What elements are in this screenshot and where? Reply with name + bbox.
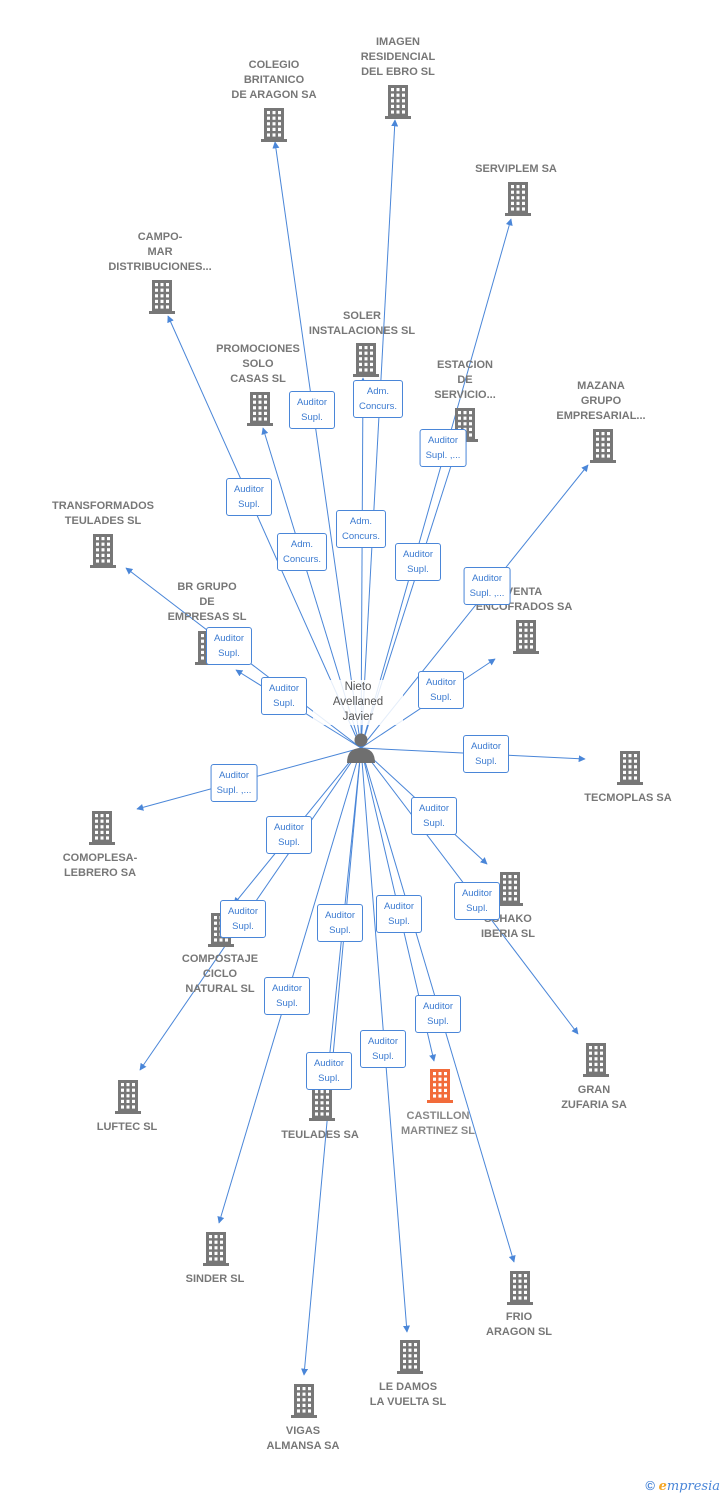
building-icon[interactable] xyxy=(397,1340,423,1374)
edge-label-luftec[interactable]: Auditor Supl. xyxy=(220,900,266,938)
company-label-castillon[interactable]: CASTILLON MARTINEZ SL xyxy=(401,1110,475,1137)
edge-label-transformados[interactable]: Auditor Supl. xyxy=(206,627,252,665)
company-label-teulades[interactable]: TEULADES SA xyxy=(281,1129,359,1141)
edge-label-schako[interactable]: Auditor Supl. xyxy=(411,797,457,835)
building-icon[interactable] xyxy=(505,182,531,216)
brand-name: mpresia xyxy=(666,1479,720,1494)
company-label-sinder[interactable]: SINDER SL xyxy=(185,1273,245,1285)
company-label-soler[interactable]: SOLER INSTALACIONES SL xyxy=(308,310,416,337)
building-icon[interactable] xyxy=(309,1087,335,1121)
company-label-vigas[interactable]: VIGAS ALMANSA SA xyxy=(266,1425,340,1452)
building-icon[interactable] xyxy=(291,1384,317,1418)
edge-label-estacion[interactable]: Auditor Supl. ,... xyxy=(419,429,467,467)
building-icon[interactable] xyxy=(427,1069,453,1103)
company-label-ledamos[interactable]: LE DAMOS LA VUELTA SL xyxy=(369,1381,447,1408)
building-icon[interactable] xyxy=(261,108,287,142)
building-icon[interactable] xyxy=(247,392,273,426)
edge-label-promociones[interactable]: Adm. Concurs. xyxy=(276,533,328,571)
company-label-estacion[interactable]: ESTACION DE SERVICIO... xyxy=(434,359,496,401)
edge-label-brgrupo[interactable]: Auditor Supl. xyxy=(261,677,307,715)
company-label-colegio[interactable]: COLEGIO BRITANICO DE ARAGON SA xyxy=(231,59,317,101)
brand-initial: e xyxy=(658,1479,667,1494)
company-label-promociones[interactable]: PROMOCIONES SOLO CASAS SL xyxy=(216,343,300,385)
company-label-frio[interactable]: FRIO ARAGON SL xyxy=(486,1311,552,1338)
edge-label-campomar[interactable]: Auditor Supl. xyxy=(226,478,272,516)
company-label-luftec[interactable]: LUFTEC SL xyxy=(96,1121,158,1133)
edge-label-compostaje[interactable]: Auditor Supl. xyxy=(266,816,312,854)
company-label-comoplesa[interactable]: COMOPLESA- LEBRERO SA xyxy=(62,852,138,879)
building-icon[interactable] xyxy=(385,85,411,119)
company-label-brgrupo[interactable]: BR GRUPO DE EMPRESAS SL xyxy=(167,581,247,623)
edge-label-teulades[interactable]: Auditor Supl. xyxy=(317,904,363,942)
company-label-campomar[interactable]: CAMPO- MAR DISTRIBUCIONES... xyxy=(108,231,212,273)
building-icon[interactable] xyxy=(89,811,115,845)
company-label-compostaje[interactable]: COMPOSTAJE CICLO NATURAL SL xyxy=(181,953,259,995)
building-icon[interactable] xyxy=(115,1080,141,1114)
copyright-symbol: © xyxy=(645,1478,655,1493)
building-icon[interactable] xyxy=(590,429,616,463)
company-label-venta[interactable]: VENTA ENCOFRADOS SA xyxy=(475,586,573,613)
nodes-layer xyxy=(89,85,643,1418)
edge-label-venta[interactable]: Auditor Supl. xyxy=(418,671,464,709)
edge-label-vigas[interactable]: Auditor Supl. xyxy=(306,1052,352,1090)
edge-label-soler[interactable]: Adm. Concurs. xyxy=(335,510,387,548)
edge-label-comoplesa[interactable]: Auditor Supl. ,... xyxy=(210,764,258,802)
building-icon[interactable] xyxy=(203,1232,229,1266)
company-label-serviplem[interactable]: SERVIPLEM SA xyxy=(475,163,557,175)
edge-label-gran[interactable]: Auditor Supl. xyxy=(454,882,500,920)
person-icon[interactable] xyxy=(347,733,375,764)
edge-label-imagen[interactable]: Adm. Concurs. xyxy=(352,380,404,418)
building-icon[interactable] xyxy=(149,280,175,314)
edge-label-colegio[interactable]: Auditor Supl. xyxy=(289,391,335,429)
edge-label-mazana[interactable]: Auditor Supl. ,... xyxy=(463,567,511,605)
edge-campomar xyxy=(167,315,362,749)
edge-label-ledamos[interactable]: Auditor Supl. xyxy=(360,1030,406,1068)
building-icon[interactable] xyxy=(583,1043,609,1077)
company-label-tecmoplas[interactable]: TECMOPLAS SA xyxy=(584,792,672,804)
company-label-transformados[interactable]: TRANSFORMADOS TEULADES SL xyxy=(51,500,155,527)
empresia-watermark: © empresia xyxy=(645,1478,720,1494)
edge-imagen xyxy=(360,119,399,749)
edge-label-serviplem[interactable]: Auditor Supl. xyxy=(395,543,441,581)
company-label-gran[interactable]: GRAN ZUFARIA SA xyxy=(561,1084,627,1111)
building-icon[interactable] xyxy=(507,1271,533,1305)
building-icon[interactable] xyxy=(513,620,539,654)
edge-label-sinder[interactable]: Auditor Supl. xyxy=(264,977,310,1015)
edge-label-frio[interactable]: Auditor Supl. xyxy=(415,995,461,1033)
building-icon[interactable] xyxy=(353,343,379,377)
edge-label-castillon[interactable]: Auditor Supl. xyxy=(376,895,422,933)
company-label-imagen[interactable]: IMAGEN RESIDENCIAL DEL EBRO SL xyxy=(360,36,436,78)
building-icon[interactable] xyxy=(497,872,523,906)
edge-serviplem xyxy=(360,218,513,749)
person-label[interactable]: Nieto Avellaned Javier xyxy=(313,680,403,725)
edge-label-tecmoplas[interactable]: Auditor Supl. xyxy=(463,735,509,773)
edge-colegio xyxy=(272,141,362,749)
building-icon[interactable] xyxy=(90,534,116,568)
company-label-mazana[interactable]: MAZANA GRUPO EMPRESARIAL... xyxy=(556,380,646,422)
building-icon[interactable] xyxy=(617,751,643,785)
